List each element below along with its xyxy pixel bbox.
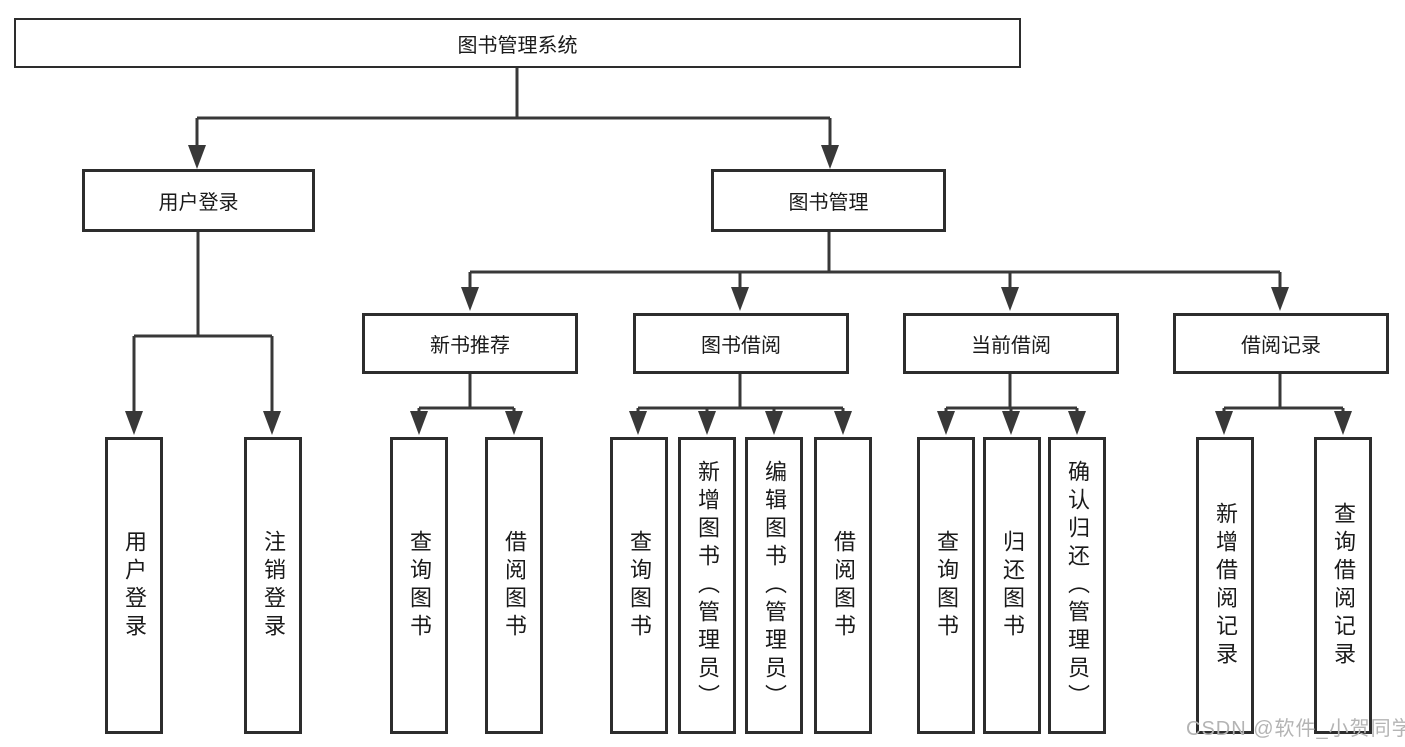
node-current-borrow: 当前借阅 [903,313,1119,374]
node-book-management-branch: 图书管理 [711,169,946,232]
leaf-current-confirm-return-admin: 确认归还（管理员） [1048,437,1106,734]
leaf-logout: 注销登录 [244,437,302,734]
leaf-borrow-query-books: 查询图书 [610,437,668,734]
leaf-label: 查询图书 [627,529,652,642]
leaf-label: 新增图书（管理员） [695,459,720,712]
leaf-current-query-books: 查询图书 [917,437,975,734]
leaf-user-login: 用户登录 [105,437,163,734]
leaf-current-return-books: 归还图书 [983,437,1041,734]
node-label: 图书借阅 [701,335,781,357]
leaf-label: 借阅图书 [831,529,856,642]
node-user-login-branch: 用户登录 [82,169,315,232]
leaf-borrow-add-books-admin: 新增图书（管理员） [678,437,736,734]
leaf-label: 新增借阅记录 [1213,501,1238,670]
leaf-borrow-borrow-books: 借阅图书 [814,437,872,734]
node-label: 图书管理系统 [457,34,578,57]
node-root-system: 图书管理系统 [14,18,1021,68]
csdn-watermark: CSDN @软件_小贺同学 [1186,718,1405,740]
leaf-records-query-record: 查询借阅记录 [1314,437,1372,734]
leaf-records-add-record: 新增借阅记录 [1196,437,1254,734]
leaf-label: 查询图书 [407,529,432,642]
node-label: 用户登录 [158,192,239,214]
leaf-recommend-query-books: 查询图书 [390,437,448,734]
node-label: 借阅记录 [1241,335,1321,357]
leaf-label: 查询借阅记录 [1331,501,1356,670]
leaf-label: 确认归还（管理员） [1065,459,1090,712]
leaf-label: 注销登录 [261,529,286,642]
leaf-label: 编辑图书（管理员） [762,459,787,712]
node-borrow-records: 借阅记录 [1173,313,1389,374]
leaf-label: 归还图书 [1000,529,1025,642]
node-label: 新书推荐 [430,335,510,357]
node-label: 当前借阅 [971,335,1051,357]
leaf-recommend-borrow-books: 借阅图书 [485,437,543,734]
leaf-label: 查询图书 [934,529,959,642]
leaf-label: 借阅图书 [502,529,527,642]
node-book-borrow: 图书借阅 [633,313,849,374]
leaf-borrow-edit-books-admin: 编辑图书（管理员） [745,437,803,734]
node-new-book-recommend: 新书推荐 [362,313,578,374]
leaf-label: 用户登录 [122,529,147,642]
node-label: 图书管理 [788,192,869,214]
